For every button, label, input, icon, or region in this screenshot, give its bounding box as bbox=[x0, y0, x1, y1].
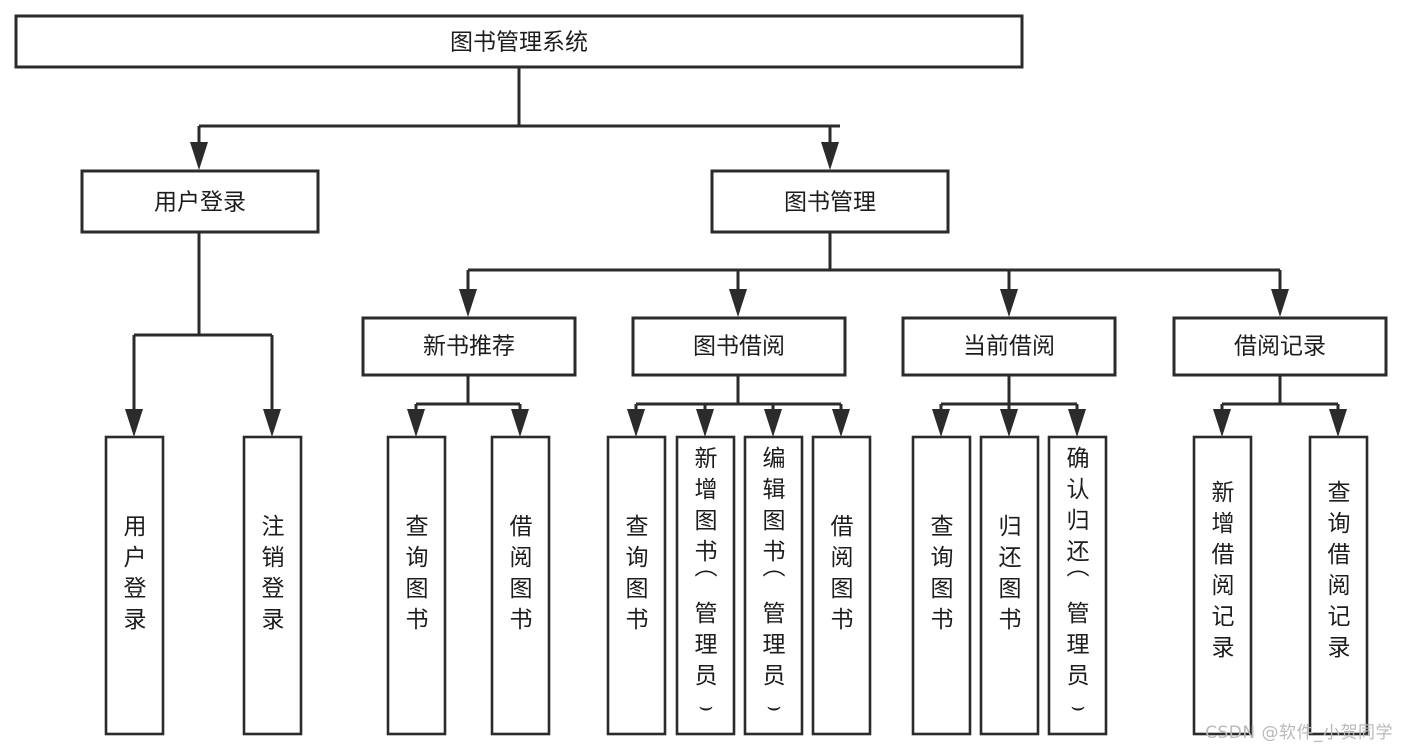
leaf-user-login-label: 用户登录 bbox=[124, 514, 147, 633]
leaf-query-book-a[interactable]: 查询图书 bbox=[386, 435, 447, 736]
leaf-logout-box bbox=[242, 435, 303, 736]
node-user-login-label: 用户登录 bbox=[154, 190, 246, 216]
arrow-to-user-login bbox=[190, 142, 208, 170]
arrow-to-new-book-recommend bbox=[459, 289, 477, 317]
arrow-to-leaf-logout bbox=[263, 409, 281, 437]
connectors-user-login-to-leaves bbox=[125, 232, 281, 437]
leaf-query-book-b[interactable]: 查询图书 bbox=[606, 435, 667, 736]
leaf-return-book-label: 归还图书 bbox=[999, 514, 1022, 633]
leaf-borrow-book-b-label: 借阅图书 bbox=[831, 514, 854, 633]
leaf-query-book-b-label: 查询图书 bbox=[626, 514, 649, 633]
node-new-book-recommend-box bbox=[361, 316, 577, 377]
leaf-borrow-book-a[interactable]: 借阅图书 bbox=[490, 435, 551, 736]
arrow-to-leaf-query-record bbox=[1329, 409, 1347, 437]
node-book-manage-box bbox=[710, 169, 950, 234]
leaf-confirm-return-label: 确认归还⌒管理员⌣ bbox=[1067, 446, 1090, 720]
leaf-logout-label: 注销登录 bbox=[262, 514, 285, 633]
arrow-to-current-borrow bbox=[1000, 289, 1018, 317]
arrow-to-borrow-record bbox=[1271, 289, 1289, 317]
leaf-add-book-label: 新增图书⌒管理员⌣ bbox=[695, 446, 718, 720]
connectors-current-borrow-to-leaves bbox=[932, 375, 1086, 437]
leaf-borrow-book-a-label: 借阅图书 bbox=[510, 514, 533, 633]
node-current-borrow[interactable]: 当前借阅 bbox=[901, 316, 1117, 377]
leaf-user-login[interactable]: 用户登录 bbox=[104, 435, 165, 736]
leaf-query-book-b-box bbox=[606, 435, 667, 736]
leaf-edit-book-box bbox=[743, 435, 804, 736]
leaf-add-book-box bbox=[675, 435, 736, 736]
leaf-query-book-c[interactable]: 查询图书 bbox=[911, 435, 972, 736]
arrow-to-leaf-user-login bbox=[125, 409, 143, 437]
leaf-query-book-a-label: 查询图书 bbox=[406, 514, 429, 633]
node-current-borrow-label: 当前借阅 bbox=[963, 334, 1055, 360]
arrow-to-leaf-add-book bbox=[696, 409, 714, 437]
arrow-to-leaf-query-book-a bbox=[407, 409, 425, 437]
arrow-to-book-manage bbox=[821, 142, 839, 170]
leaf-add-record-label: 新增借阅记录 bbox=[1212, 480, 1235, 661]
connectors-root-to-level2 bbox=[190, 67, 840, 170]
leaf-query-record-box bbox=[1308, 435, 1369, 736]
arrow-to-leaf-borrow-book-b bbox=[832, 409, 850, 437]
leaf-return-book[interactable]: 归还图书 bbox=[979, 435, 1040, 736]
arrow-to-leaf-borrow-book-a bbox=[511, 409, 529, 437]
node-borrow-record-box bbox=[1172, 316, 1388, 377]
node-book-manage[interactable]: 图书管理 bbox=[710, 169, 950, 234]
node-user-login[interactable]: 用户登录 bbox=[80, 169, 320, 234]
arrow-to-leaf-query-book-c bbox=[932, 409, 950, 437]
node-root-box bbox=[14, 14, 1024, 69]
arrow-to-leaf-confirm-return bbox=[1068, 409, 1086, 437]
csdn-watermark: CSDN @软件_小贺同学 bbox=[1205, 723, 1393, 743]
node-user-login-box bbox=[80, 169, 320, 234]
leaf-query-record-label: 查询借阅记录 bbox=[1328, 480, 1351, 661]
arrow-to-leaf-edit-book bbox=[764, 409, 782, 437]
connectors-new-book-to-leaves bbox=[407, 375, 529, 437]
leaf-edit-book[interactable]: 编辑图书⌒管理员⌣ bbox=[743, 435, 804, 736]
node-book-borrow-box bbox=[631, 316, 847, 377]
arrow-to-leaf-query-book-b bbox=[627, 409, 645, 437]
leaf-add-record[interactable]: 新增借阅记录 bbox=[1192, 435, 1253, 736]
node-new-book-recommend[interactable]: 新书推荐 bbox=[361, 316, 577, 377]
leaf-query-book-c-box bbox=[911, 435, 972, 736]
node-new-book-recommend-label: 新书推荐 bbox=[423, 334, 515, 360]
connectors-book-borrow-to-leaves bbox=[627, 375, 850, 437]
leaf-add-record-box bbox=[1192, 435, 1253, 736]
node-root-label: 图书管理系统 bbox=[450, 30, 588, 56]
arrow-to-leaf-add-record bbox=[1213, 409, 1231, 437]
leaf-edit-book-label: 编辑图书⌒管理员⌣ bbox=[763, 446, 786, 720]
connectors-borrow-record-to-leaves bbox=[1213, 375, 1347, 437]
connectors-book-manage-to-level3 bbox=[459, 232, 1289, 317]
leaf-query-book-a-box bbox=[386, 435, 447, 736]
node-borrow-record[interactable]: 借阅记录 bbox=[1172, 316, 1388, 377]
leaf-confirm-return-box bbox=[1047, 435, 1108, 736]
leaf-return-book-box bbox=[979, 435, 1040, 736]
leaf-confirm-return[interactable]: 确认归还⌒管理员⌣ bbox=[1047, 435, 1108, 736]
node-book-borrow[interactable]: 图书借阅 bbox=[631, 316, 847, 377]
node-root-system[interactable]: 图书管理系统 bbox=[14, 14, 1024, 69]
leaf-query-book-c-label: 查询图书 bbox=[931, 514, 954, 633]
leaf-borrow-book-b-box bbox=[811, 435, 872, 736]
node-current-borrow-box bbox=[901, 316, 1117, 377]
node-book-borrow-label: 图书借阅 bbox=[693, 334, 785, 360]
node-borrow-record-label: 借阅记录 bbox=[1234, 334, 1326, 360]
arrow-to-book-borrow bbox=[729, 289, 747, 317]
leaf-query-record[interactable]: 查询借阅记录 bbox=[1308, 435, 1369, 736]
leaf-borrow-book-a-box bbox=[490, 435, 551, 736]
leaf-add-book[interactable]: 新增图书⌒管理员⌣ bbox=[675, 435, 736, 736]
leaf-user-login-box bbox=[104, 435, 165, 736]
arrow-to-leaf-return-book bbox=[1000, 409, 1018, 437]
leaf-borrow-book-b[interactable]: 借阅图书 bbox=[811, 435, 872, 736]
node-book-manage-label: 图书管理 bbox=[784, 190, 876, 216]
leaf-logout[interactable]: 注销登录 bbox=[242, 435, 303, 736]
